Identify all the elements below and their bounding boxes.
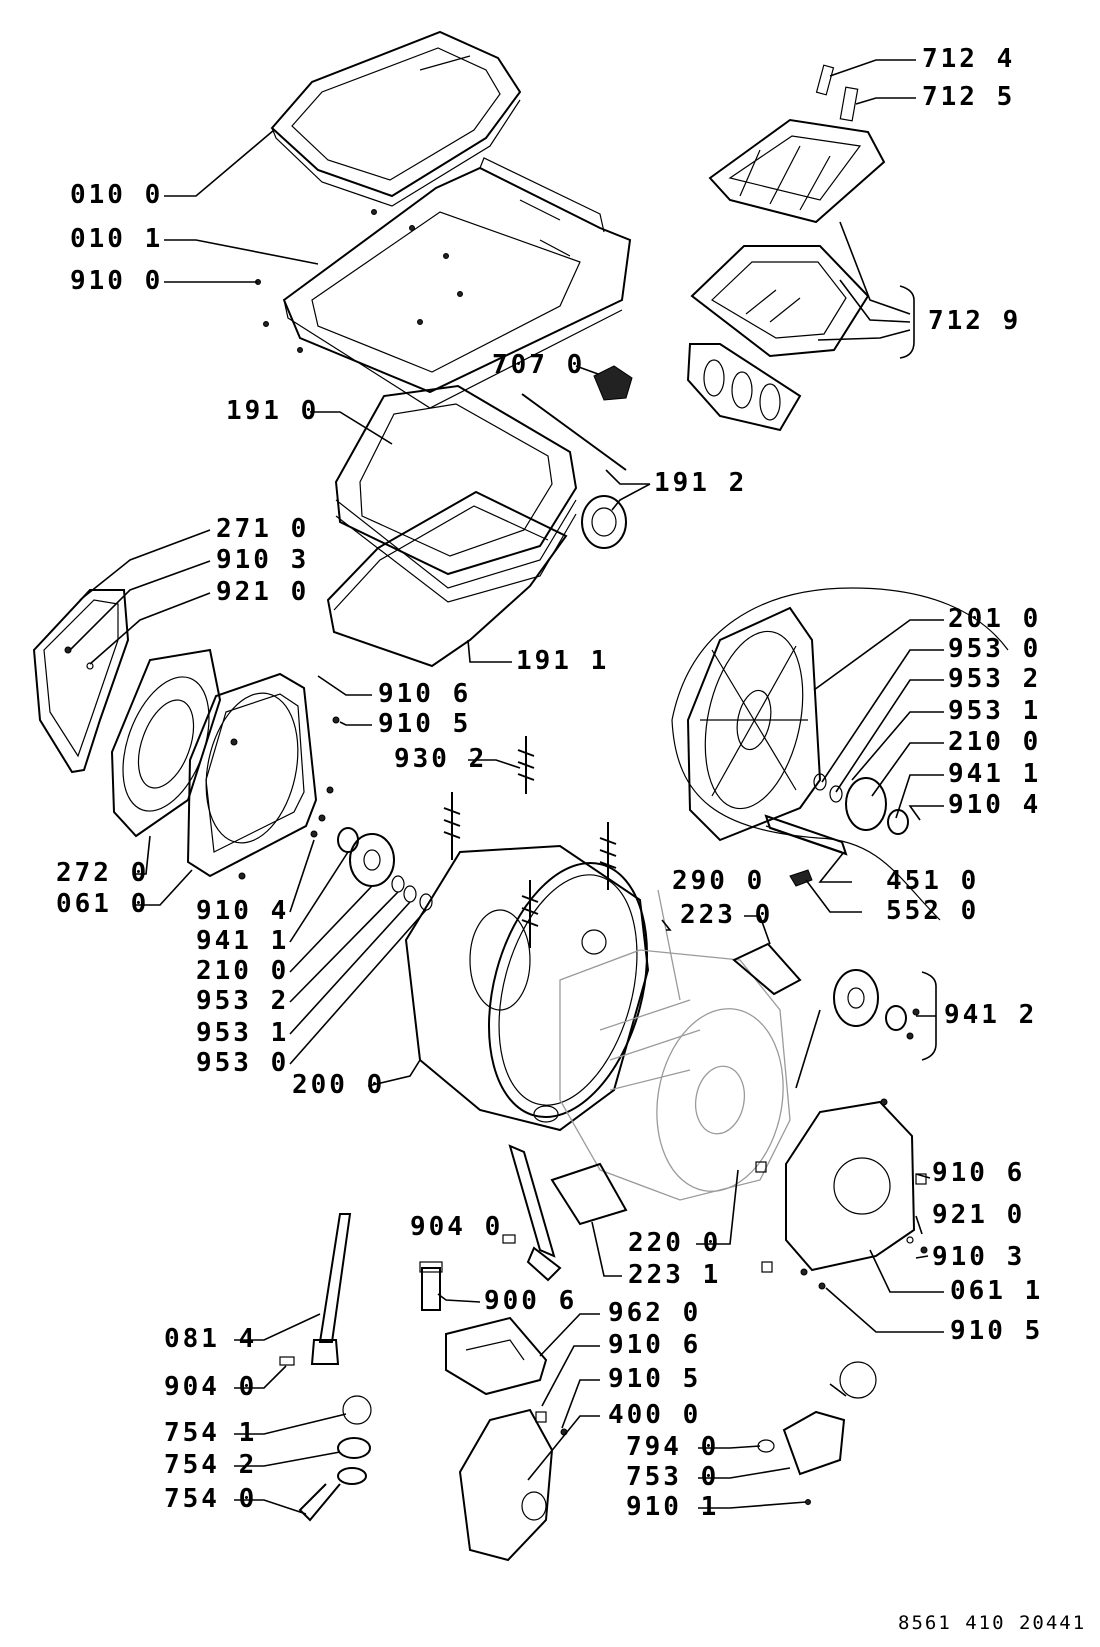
label-2710: 271 0 bbox=[216, 514, 310, 544]
label-2100a: 210 0 bbox=[948, 727, 1042, 757]
part-bearing-kit-9412 bbox=[833, 969, 920, 1040]
label-0101: 010 1 bbox=[70, 224, 164, 254]
label-0610: 061 0 bbox=[56, 889, 150, 919]
label-2900: 290 0 bbox=[672, 866, 766, 896]
label-9103a: 910 3 bbox=[216, 545, 310, 575]
label-9532b: 953 2 bbox=[196, 986, 290, 1016]
label-2010: 201 0 bbox=[948, 604, 1042, 634]
label-9106c: 910 6 bbox=[608, 1330, 702, 1360]
label-9104b: 910 4 bbox=[196, 896, 290, 926]
label-9532a: 953 2 bbox=[948, 664, 1042, 694]
label-9104a: 910 4 bbox=[948, 790, 1042, 820]
label-2230: 223 0 bbox=[680, 900, 774, 930]
label-1911: 191 1 bbox=[516, 646, 610, 676]
label-9412: 941 2 bbox=[944, 1000, 1038, 1030]
part-door-gasket-2710 bbox=[32, 589, 130, 774]
label-7541: 754 1 bbox=[164, 1418, 258, 1448]
part-gasket-1911 bbox=[326, 490, 568, 668]
label-9530b: 953 0 bbox=[196, 1048, 290, 1078]
label-2200: 220 0 bbox=[628, 1228, 722, 1258]
part-shock-absorbers-0814 bbox=[279, 1144, 562, 1366]
part-bearing-set-left bbox=[337, 827, 433, 911]
label-9302: 930 2 bbox=[394, 744, 488, 774]
label-1912: 191 2 bbox=[654, 468, 748, 498]
part-front-panel-0610 bbox=[186, 672, 318, 878]
part-rear-tub-2010 bbox=[671, 587, 1009, 921]
part-filter-9006 bbox=[419, 1261, 443, 1311]
label-9620: 962 0 bbox=[608, 1298, 702, 1328]
label-9531a: 953 1 bbox=[948, 696, 1042, 726]
label-9101: 910 1 bbox=[626, 1492, 720, 1522]
label-9105b: 910 5 bbox=[950, 1316, 1044, 1346]
label-9106b: 910 6 bbox=[932, 1158, 1026, 1188]
part-drain-7540 bbox=[298, 1395, 372, 1522]
label-9040a: 904 0 bbox=[410, 1212, 504, 1242]
label-4510: 451 0 bbox=[886, 866, 980, 896]
label-7530: 753 0 bbox=[626, 1462, 720, 1492]
label-9040b: 904 0 bbox=[164, 1372, 258, 1402]
label-9105a: 910 5 bbox=[378, 709, 472, 739]
label-2231: 223 1 bbox=[628, 1260, 722, 1290]
label-9411b: 941 1 bbox=[196, 926, 290, 956]
part-hoses-7124-7125 bbox=[815, 64, 859, 122]
part-paddles-2230 bbox=[550, 942, 802, 1226]
label-9411a: 941 1 bbox=[948, 759, 1042, 789]
label-9006: 900 6 bbox=[484, 1286, 578, 1316]
part-screws-left bbox=[230, 716, 340, 880]
label-2000: 200 0 bbox=[292, 1070, 386, 1100]
label-7125: 712 5 bbox=[922, 82, 1016, 112]
label-9531b: 953 1 bbox=[196, 1018, 290, 1048]
part-pressure-switch-7530 bbox=[757, 1361, 877, 1505]
part-bracket-9620 bbox=[445, 1316, 548, 1396]
part-rear-panel-0611 bbox=[755, 1098, 928, 1290]
part-drum-2200 bbox=[559, 889, 791, 1201]
label-9103b: 910 3 bbox=[932, 1242, 1026, 1272]
part-heater-4510 bbox=[764, 814, 848, 887]
label-7542: 754 2 bbox=[164, 1450, 258, 1480]
label-0100: 010 0 bbox=[70, 180, 164, 210]
part-door-frame-2720 bbox=[110, 648, 222, 838]
label-5520: 552 0 bbox=[886, 896, 980, 926]
label-9100: 910 0 bbox=[70, 266, 164, 296]
part-tub-ring-1910 bbox=[334, 384, 578, 603]
document-number: 8561 410 20441 bbox=[898, 1612, 1087, 1634]
label-7540: 754 0 bbox=[164, 1484, 258, 1514]
label-2720: 272 0 bbox=[56, 858, 150, 888]
part-pump-4000 bbox=[458, 1408, 568, 1562]
label-9210b: 921 0 bbox=[932, 1200, 1026, 1230]
label-2100b: 210 0 bbox=[196, 956, 290, 986]
part-screws-worktop bbox=[255, 209, 463, 353]
label-7129: 712 9 bbox=[928, 306, 1022, 336]
label-9530a: 953 0 bbox=[948, 634, 1042, 664]
label-9210a: 921 0 bbox=[216, 577, 310, 607]
part-bearing-1912 bbox=[581, 495, 627, 549]
label-9105c: 910 5 bbox=[608, 1364, 702, 1394]
label-1910: 191 0 bbox=[226, 396, 320, 426]
label-4000: 400 0 bbox=[608, 1400, 702, 1430]
part-dispenser-7129 bbox=[686, 118, 886, 432]
label-7070: 707 0 bbox=[492, 350, 586, 380]
label-0611: 061 1 bbox=[950, 1276, 1044, 1306]
label-7940: 794 0 bbox=[626, 1432, 720, 1462]
part-worktop-0101 bbox=[282, 157, 632, 409]
label-7124: 712 4 bbox=[922, 44, 1016, 74]
part-rod-1912 bbox=[521, 393, 627, 471]
part-front-tub-2000 bbox=[404, 844, 650, 1132]
label-9106a: 910 6 bbox=[378, 679, 472, 709]
part-top-frame-0100 bbox=[270, 30, 522, 207]
label-0814: 081 4 bbox=[164, 1324, 258, 1354]
leader-lines bbox=[69, 59, 944, 1515]
part-switch-7070 bbox=[593, 365, 633, 401]
